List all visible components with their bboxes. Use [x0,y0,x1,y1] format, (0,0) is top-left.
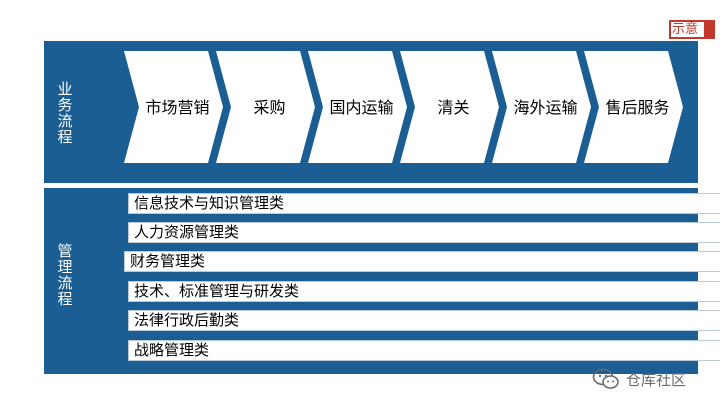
process-step: 海外运输 [492,51,591,163]
process-step: 国内运输 [308,51,407,163]
management-process-item: 法律行政后勤类 [128,310,720,331]
business-process-label: 业务流程 [55,81,74,145]
management-process-panel: 管理流程 信息技术与知识管理类人力资源管理类财务管理类技术、标准管理与研发类法律… [44,188,720,374]
process-step-label: 售后服务 [605,98,669,117]
process-step-chevron [216,51,315,163]
management-process-item: 财务管理类 [124,251,720,272]
process-step-chevron [124,51,223,163]
process-step: 采购 [216,51,315,163]
management-process-label: 管理流程 [55,243,74,307]
process-step-label: 海外运输 [513,98,577,117]
process-step: 市场营销 [124,51,223,163]
process-step-chevron [584,51,683,163]
wechat-icon [592,368,619,389]
process-step-chevron [400,51,499,163]
business-process-chevrons: 市场营销 采购 国内运输 清关 海外运输 售后服务 [124,51,683,163]
process-step-label: 国内运输 [329,98,393,117]
process-step-label: 清关 [437,98,469,117]
management-process-item: 战略管理类 [128,340,720,361]
corner-tag-text: 示意 [672,22,699,37]
management-process-item: 信息技术与知识管理类 [128,193,720,214]
corner-tag-marker [704,22,715,37]
watermark: 仓库社区 [592,366,686,392]
process-step-chevron [492,51,591,163]
management-process-item: 人力资源管理类 [128,222,720,243]
process-step-chevron [308,51,407,163]
watermark-text: 仓库社区 [626,370,687,389]
process-step-label: 采购 [253,98,285,117]
process-step-label: 市场营销 [145,98,209,117]
management-process-item: 技术、标准管理与研发类 [128,281,720,302]
business-process-panel: 业务流程 市场营销 采购 国内运输 清关 海外运输 售后服务 [44,41,698,183]
process-step: 清关 [400,51,499,163]
process-step: 售后服务 [584,51,683,163]
